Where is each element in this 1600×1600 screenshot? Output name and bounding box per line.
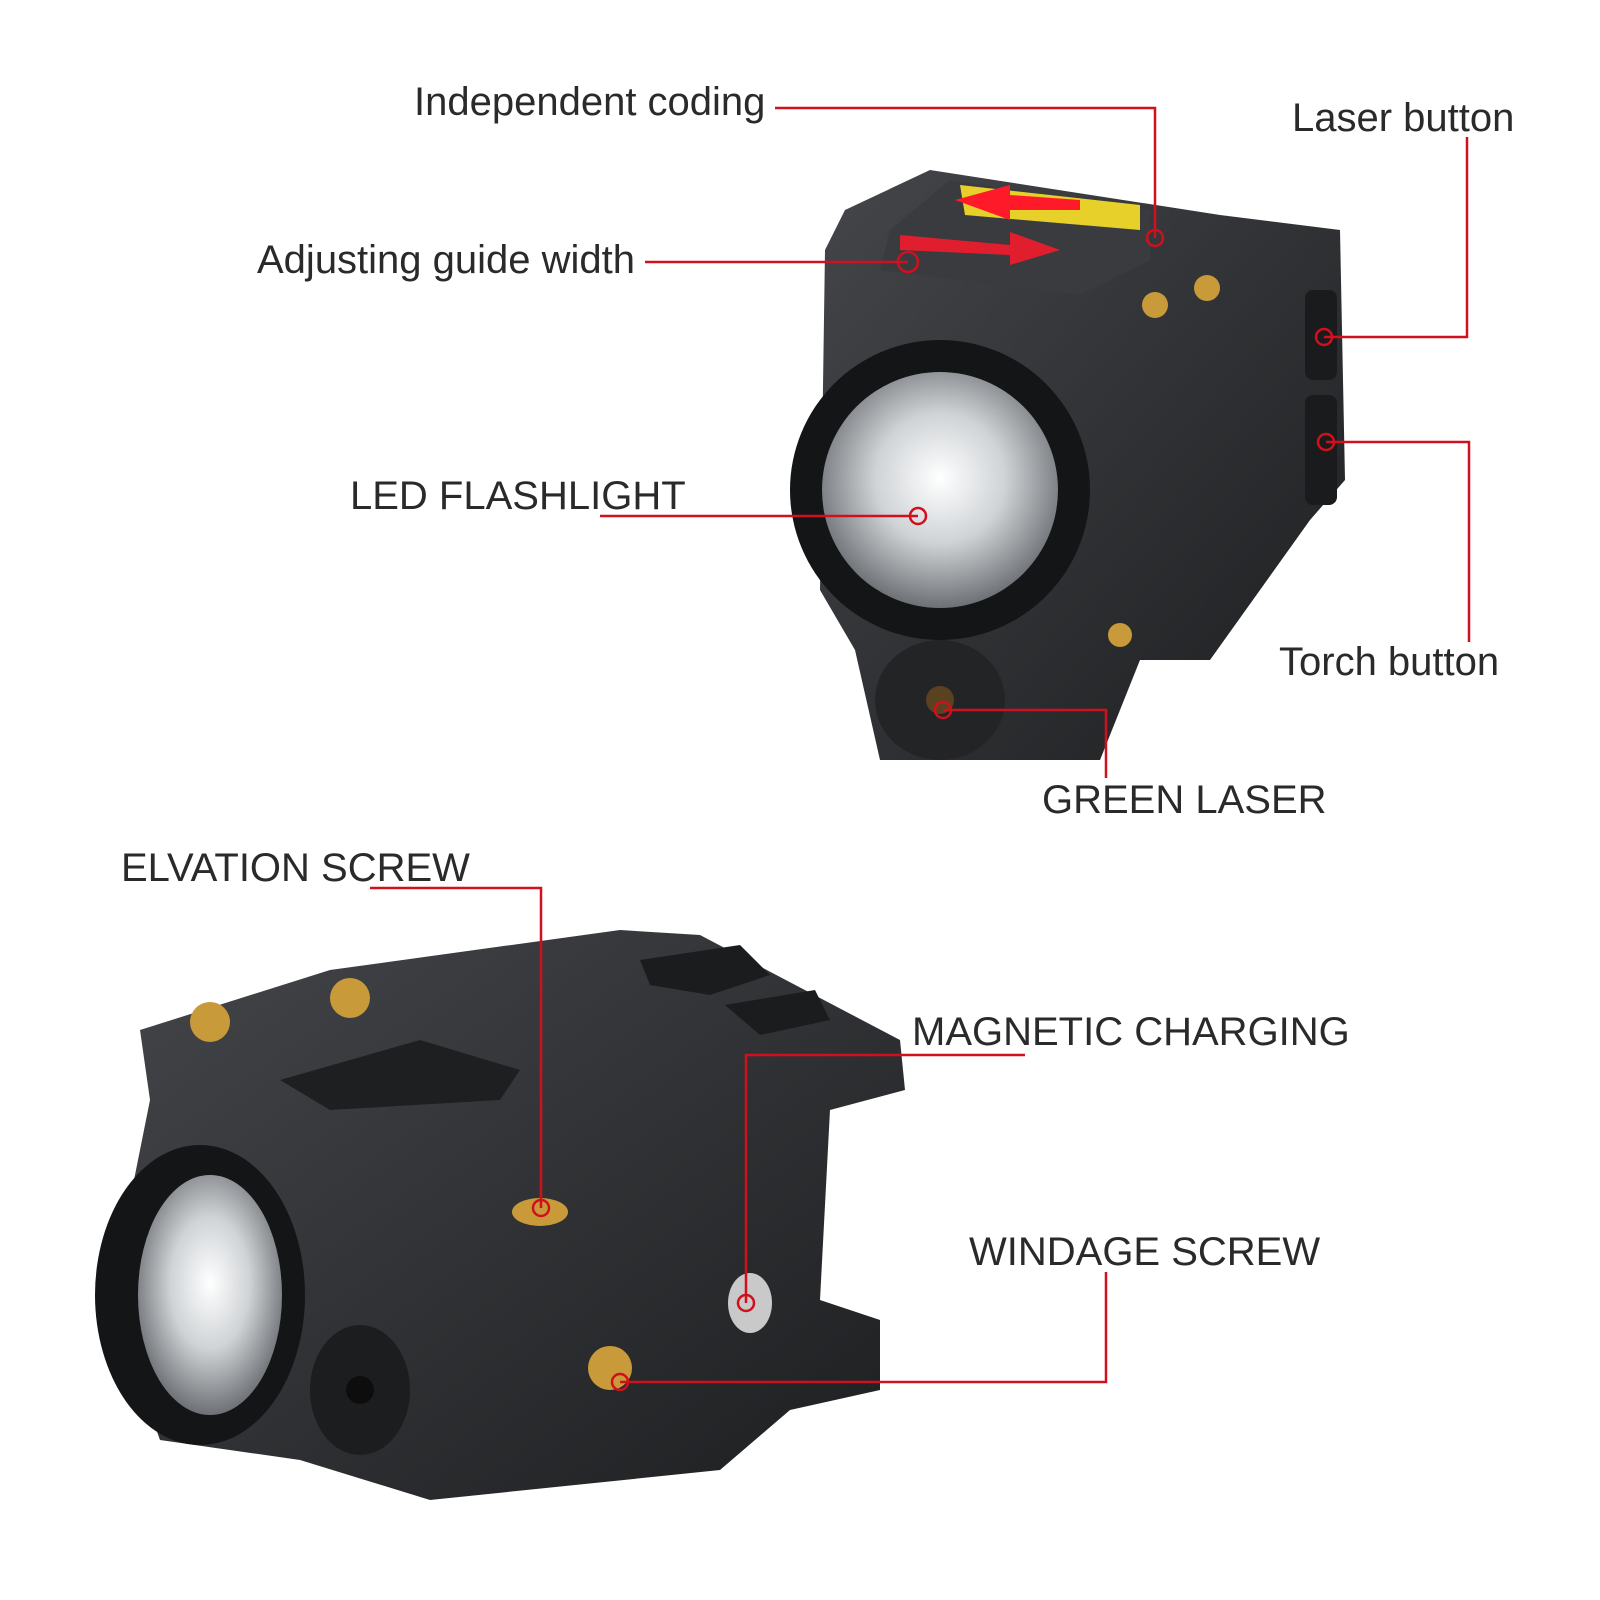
callout-line-windage bbox=[620, 1272, 1108, 1384]
label-torch-button: Torch button bbox=[1279, 640, 1500, 684]
screw-icon bbox=[330, 978, 370, 1018]
bottom-device bbox=[95, 930, 905, 1500]
label-elevation-screw: ELVATION SCREW bbox=[121, 846, 470, 890]
callout-line-magnetic bbox=[744, 1053, 1025, 1303]
arrow-right-icon bbox=[900, 232, 1060, 265]
callout-line-independent-coding bbox=[775, 106, 1157, 238]
screw-icon bbox=[1194, 275, 1220, 301]
flashlight-lens bbox=[138, 1175, 282, 1415]
flashlight-lens bbox=[822, 372, 1058, 608]
label-led-flashlight: LED FLASHLIGHT bbox=[350, 474, 686, 518]
screw-icon bbox=[1142, 292, 1168, 318]
screw-icon bbox=[190, 1002, 230, 1042]
callout-line-elevation bbox=[370, 886, 543, 1208]
label-magnetic-charging: MAGNETIC CHARGING bbox=[912, 1010, 1350, 1054]
elevation-screw bbox=[512, 1198, 568, 1226]
label-adjusting-guide-width: Adjusting guide width bbox=[257, 238, 636, 282]
label-laser-button: Laser button bbox=[1292, 96, 1515, 140]
callout-lines bbox=[370, 106, 1471, 1392]
callout-line-green-laser bbox=[943, 708, 1108, 778]
label-green-laser: GREEN LASER bbox=[1042, 778, 1327, 822]
screw-icon bbox=[1108, 623, 1132, 647]
torch-button bbox=[725, 990, 830, 1035]
callout-line-torch-button bbox=[1326, 440, 1471, 642]
label-windage-screw: WINDAGE SCREW bbox=[969, 1230, 1321, 1274]
top-device bbox=[790, 170, 1345, 760]
magnetic-charging-port bbox=[728, 1273, 772, 1333]
callout-line-laser-button bbox=[1324, 137, 1469, 339]
laser-button bbox=[640, 945, 770, 995]
label-independent-coding: Independent coding bbox=[414, 80, 766, 124]
windage-screw bbox=[588, 1346, 632, 1390]
arrow-left-icon bbox=[955, 185, 1080, 220]
laser-aperture bbox=[926, 686, 954, 714]
torch-button bbox=[1305, 395, 1337, 505]
laser-button bbox=[1305, 290, 1337, 380]
